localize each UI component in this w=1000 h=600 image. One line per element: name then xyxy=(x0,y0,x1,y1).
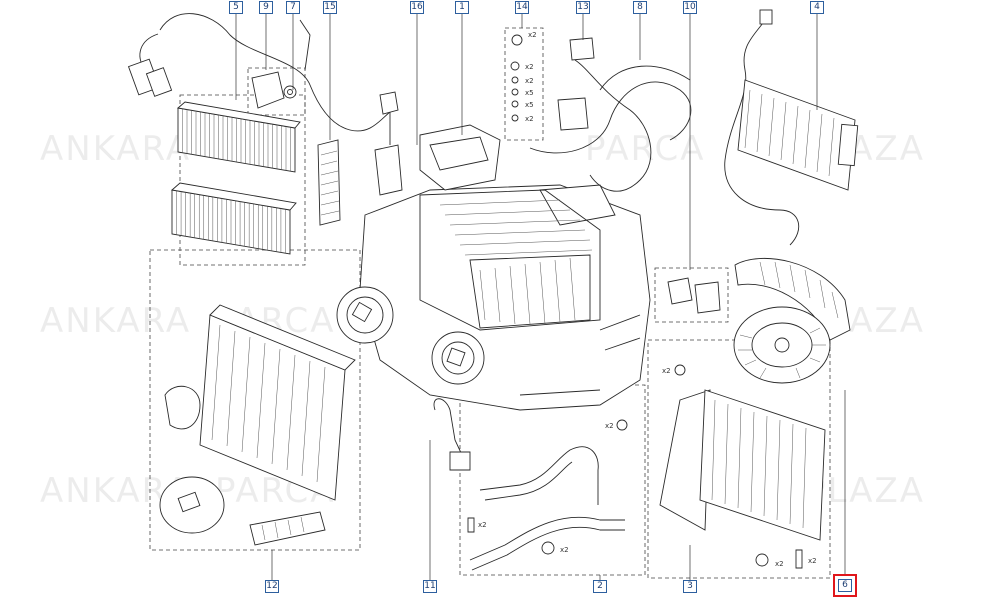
callout-13[interactable]: 13 xyxy=(576,1,590,14)
qty-label: x2 xyxy=(808,557,817,565)
hose-group-outline xyxy=(459,384,646,576)
qty-label: x2 xyxy=(525,63,534,71)
qty-label: x2 xyxy=(605,422,614,430)
leader-lines xyxy=(235,14,846,580)
filter-strip xyxy=(317,139,341,226)
callout-12[interactable]: 12 xyxy=(265,580,279,593)
callout-5[interactable]: 5 xyxy=(229,1,243,14)
callout-15[interactable]: 15 xyxy=(323,1,337,14)
sensor-group-outline xyxy=(654,267,729,323)
qty-label: x2 xyxy=(775,560,784,568)
callout-4[interactable]: 4 xyxy=(810,1,824,14)
wiring-harness-left xyxy=(127,13,391,132)
actuator-and-wiring xyxy=(529,37,692,192)
ring-icon xyxy=(674,364,686,376)
callout-9[interactable]: 9 xyxy=(259,1,273,14)
qty-label: x2 xyxy=(560,546,569,554)
evaporator xyxy=(159,304,356,546)
callout-7[interactable]: 7 xyxy=(286,1,300,14)
fastener-kit: x2 x2 x2 x5 x5 x2 xyxy=(510,31,537,123)
qty-label: x2 xyxy=(525,115,534,123)
blower-motor xyxy=(733,258,851,384)
fastener-kit-outline xyxy=(504,27,544,141)
callout-14[interactable]: 14 xyxy=(515,1,529,14)
callout-6-selected[interactable]: 6 xyxy=(833,574,857,597)
qty-label: x5 xyxy=(525,101,534,109)
callout-1[interactable]: 1 xyxy=(455,1,469,14)
qty-label: x2 xyxy=(478,521,487,529)
actuator xyxy=(251,71,297,109)
sensor-bracket xyxy=(374,91,403,196)
callout-16[interactable]: 16 xyxy=(410,1,424,14)
callout-8[interactable]: 8 xyxy=(633,1,647,14)
qty-label: x2 xyxy=(528,31,537,39)
watermark-text: PLAZA xyxy=(805,471,925,511)
qty-label: x5 xyxy=(525,89,534,97)
watermark-text: ANKARA xyxy=(40,301,191,341)
callout-2[interactable]: 2 xyxy=(593,580,607,593)
qty-label: x2 xyxy=(662,367,671,375)
heater-core: x2 x2 x2 x2 xyxy=(605,364,826,569)
callout-10[interactable]: 10 xyxy=(683,1,697,14)
sensor-group xyxy=(667,277,721,314)
watermark-text: PARCA xyxy=(585,129,706,169)
watermark-text: ANKARA xyxy=(40,129,191,169)
qty-label: x2 xyxy=(525,77,534,85)
actuator-group-outline xyxy=(247,67,306,116)
callout-11[interactable]: 11 xyxy=(423,580,437,593)
ptc-heater xyxy=(724,9,859,246)
cabin-filters xyxy=(170,101,301,255)
hoses: x2 x2 xyxy=(433,398,625,571)
callout-3[interactable]: 3 xyxy=(683,580,697,593)
hvac-housing xyxy=(336,124,651,411)
